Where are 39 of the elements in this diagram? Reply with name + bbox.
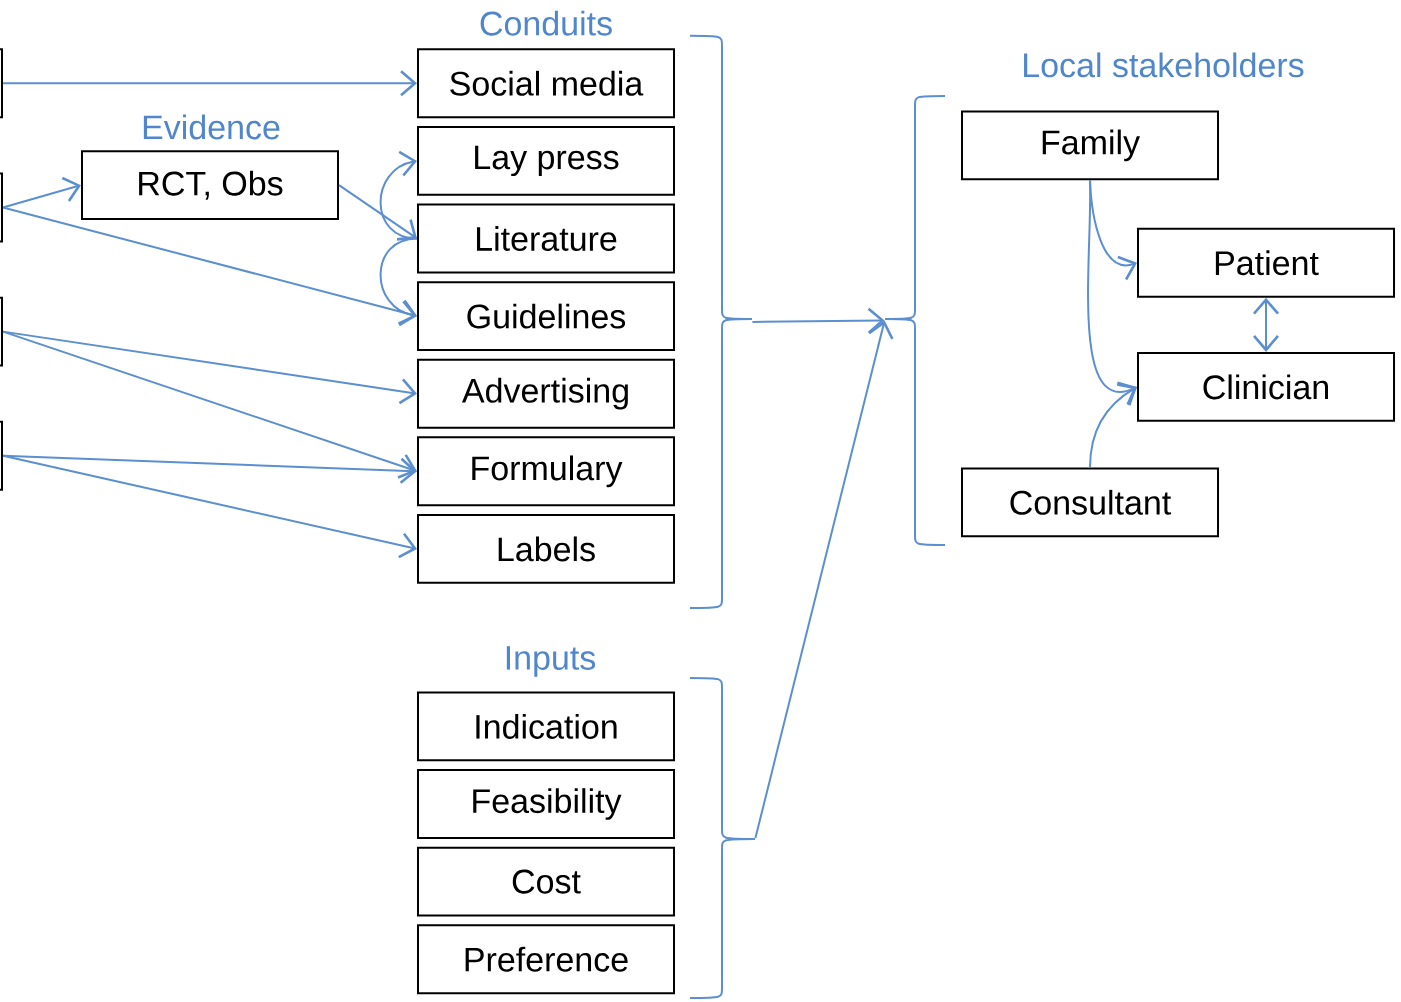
partial-box (0, 172, 3, 243)
partial-box (0, 420, 3, 491)
arrow (379, 150, 418, 240)
text-box: Indication (417, 691, 675, 762)
arrow (338, 184, 417, 241)
brace (884, 94, 946, 546)
group-heading: Conduits (480, 10, 612, 36)
text-box: Formulary (417, 436, 675, 507)
text-box: Lay press (417, 125, 675, 196)
text-box: Guidelines (417, 281, 675, 352)
partial-box (0, 296, 3, 367)
partial-box (0, 48, 3, 119)
arrow (1089, 383, 1137, 469)
text-box: Feasibility (417, 769, 675, 839)
arrow (2, 206, 417, 325)
text-box: Cost (417, 846, 675, 917)
text-box: Labels (417, 513, 675, 584)
group-heading: Local stakeholders (1024, 52, 1304, 78)
arrow (1087, 179, 1137, 406)
text-box: Preference (417, 924, 675, 995)
group-heading: Evidence (143, 114, 280, 140)
arrow (379, 237, 418, 327)
arrow (754, 320, 894, 839)
text-box: Family (961, 110, 1219, 181)
text-box: Patient (1137, 227, 1395, 298)
arrow (2, 176, 81, 209)
text-box: Advertising (417, 358, 675, 429)
text-box: RCT, Obs (81, 150, 339, 221)
brace (689, 676, 756, 999)
arrow (2, 70, 417, 97)
text-box: Literature (417, 203, 675, 274)
text-box: Consultant (961, 467, 1219, 538)
group-heading: Inputs (506, 646, 596, 677)
arrow (2, 330, 417, 479)
text-box: Clinician (1137, 351, 1395, 422)
text-box: Social media (417, 48, 675, 119)
brace (689, 34, 753, 610)
arrow (2, 454, 417, 559)
arrow (751, 307, 885, 334)
